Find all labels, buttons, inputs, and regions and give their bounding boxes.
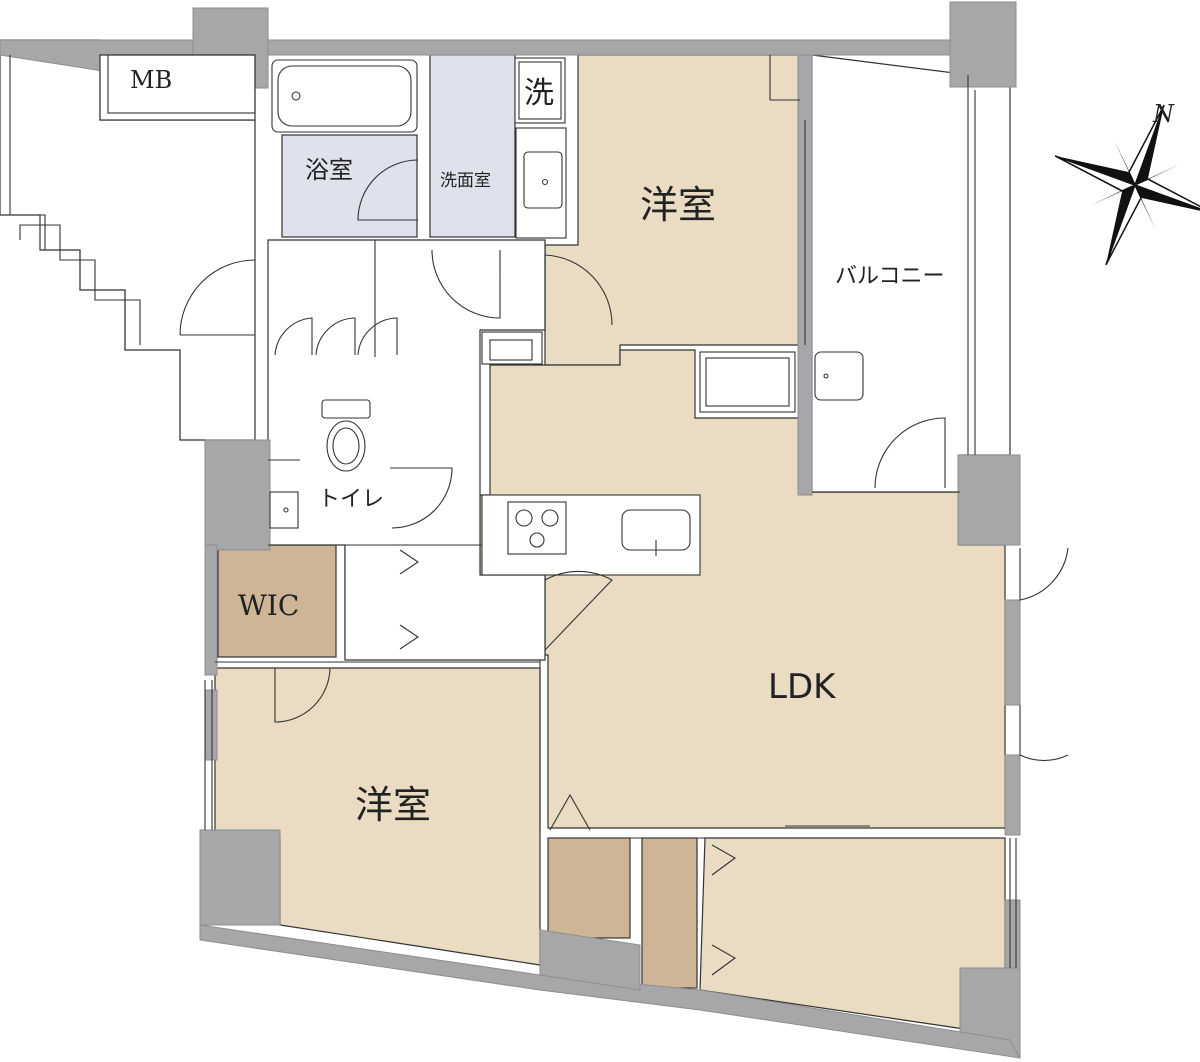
label-western-room-south: 洋室 (355, 783, 431, 827)
kitchen-counter (481, 494, 701, 576)
bath-room (281, 134, 418, 238)
mb-box (99, 54, 256, 121)
stair-outline (9, 55, 205, 441)
label-washroom: 洗面室 (440, 171, 491, 191)
label-balcony: バルコニー (835, 264, 945, 289)
label-washer: 洗 (524, 76, 554, 111)
label-western-room-north: 洋室 (640, 183, 716, 227)
washroom (429, 54, 516, 238)
windows (204, 55, 1017, 968)
wic-room (217, 544, 337, 658)
label-ldk: LDK (768, 667, 837, 707)
compass-north-label: N (1152, 100, 1175, 128)
label-toilet: トイレ (318, 487, 384, 512)
closet-south-1 (547, 837, 631, 939)
toilet-fixture (321, 399, 371, 472)
walls (0, 1, 1021, 1059)
label-mb: MB (130, 66, 172, 94)
closet-south-2 (641, 837, 698, 989)
label-bath: 浴室 (305, 156, 353, 184)
label-wic: WIC (238, 589, 299, 622)
ac-outdoor-unit (814, 351, 864, 401)
doors (179, 159, 1069, 976)
